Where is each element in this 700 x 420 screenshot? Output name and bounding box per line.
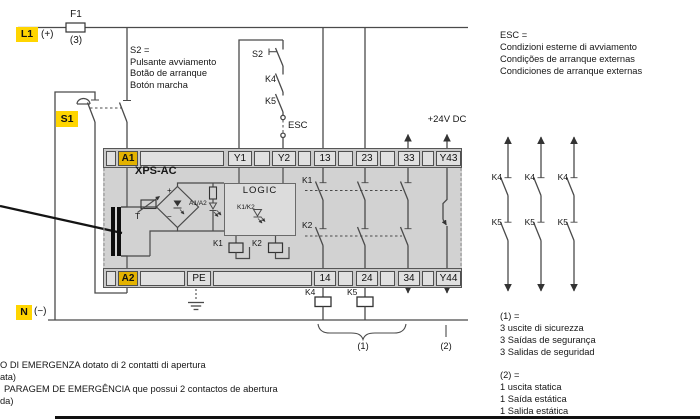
module-edges [103, 168, 462, 268]
contact-feeds [322, 27, 366, 148]
terminal-a1: A1 [118, 150, 138, 166]
terminal-blank [298, 150, 311, 166]
ground-symbol [188, 289, 204, 311]
terminal-23: 23 [356, 150, 378, 166]
terminal-13: 13 [314, 150, 336, 166]
terminal-blank [380, 270, 395, 286]
terminal-blank [422, 270, 434, 286]
terminal-blank [106, 270, 116, 286]
logic-section [228, 168, 290, 260]
terminal-blank [380, 150, 395, 166]
terminal-y44: Y44 [436, 270, 461, 286]
safety-channels [305, 168, 412, 268]
external-contacts [499, 136, 578, 292]
s1-circuit [54, 27, 131, 320]
terminal-blank [106, 150, 116, 166]
s2-circuit [238, 39, 286, 148]
terminal-34: 34 [398, 270, 420, 286]
terminal-blank [422, 150, 434, 166]
terminal-strip-bottom: A2 PE 14 24 34 Y44 [103, 268, 462, 288]
supply-rails [18, 26, 468, 321]
leader-line [0, 204, 123, 235]
terminal-y2: Y2 [272, 150, 296, 166]
static-output [441, 168, 448, 268]
terminal-blank [140, 150, 224, 166]
terminal-33: 33 [398, 150, 420, 166]
terminal-arrows [404, 133, 451, 294]
terminal-y43: Y43 [436, 150, 461, 166]
terminal-14: 14 [314, 270, 336, 286]
terminal-blank [254, 150, 270, 166]
power-section [111, 168, 224, 268]
terminal-a2: A2 [118, 270, 138, 286]
terminal-blank [338, 150, 353, 166]
terminal-blank [213, 270, 312, 286]
terminal-blank [338, 270, 353, 286]
terminal-pe: PE [187, 270, 211, 286]
terminal-y1: Y1 [228, 150, 252, 166]
fuse-symbol [65, 22, 86, 33]
terminal-blank [140, 270, 185, 286]
page-divider-rule [55, 416, 700, 419]
annotations [317, 323, 447, 342]
terminal-24: 24 [356, 270, 378, 286]
contactor-coils [314, 288, 374, 320]
terminal-strip-top: A1 Y1 Y2 13 23 33 Y43 [103, 148, 462, 168]
